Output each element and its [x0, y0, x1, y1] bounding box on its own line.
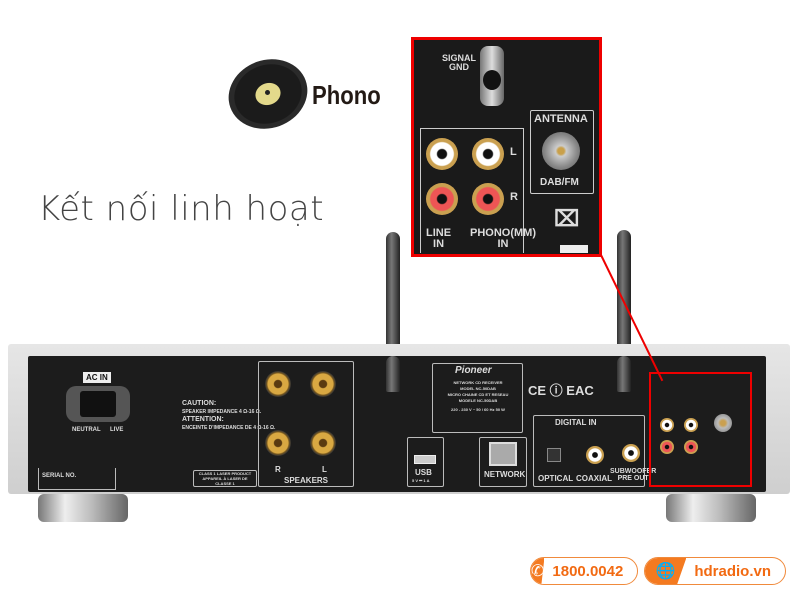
usb-box	[407, 437, 444, 487]
pioneer-logo: Pioneer	[455, 365, 492, 376]
speaker-terminal-l-plus[interactable]	[310, 371, 336, 397]
website-button[interactable]: 🌐 hdradio.vn	[644, 557, 786, 585]
headline: Kết nối linh hoạt	[38, 189, 325, 229]
model-line: MICRO CHAINE CD ET RESEAU	[447, 392, 509, 397]
phone-icon: ✆	[531, 558, 545, 584]
phono-callout-zoom: SIGNAL GND L R LINE IN PHONO(MM) IN ANTE…	[411, 37, 602, 257]
speaker-terminal-r-minus[interactable]	[265, 430, 291, 456]
network-box	[479, 437, 527, 487]
phono-in-r-small[interactable]	[684, 440, 698, 454]
digital-in-label: DIGITAL IN	[555, 418, 597, 427]
attention-text: ENCEINTE D'IMPEDANCE DE 4 Ω-16 Ω.	[182, 425, 276, 431]
laser-label: CLASS 1 LASER PRODUCT APPAREIL À LASER D…	[193, 470, 257, 487]
usb-port[interactable]	[414, 455, 436, 464]
network-label: NETWORK	[484, 470, 526, 479]
model-line: MODEL NC-50DAB	[460, 386, 496, 391]
antenna-dab-fm-port[interactable]	[542, 132, 580, 170]
neutral-label: NEUTRAL	[72, 427, 101, 433]
line-in-r-jack[interactable]	[426, 183, 458, 215]
phono-label: Phono	[312, 80, 381, 110]
antenna-label: ANTENNA	[534, 113, 588, 125]
speaker-l-label: L	[322, 465, 327, 474]
subwoofer-label: SUBWOOFER PRE OUT	[610, 468, 657, 482]
foot-right	[666, 494, 756, 522]
globe-icon: 🌐	[645, 558, 687, 584]
model-line: NETWORK CD RECEIVER	[453, 380, 503, 385]
signal-gnd-label: SIGNAL GND	[442, 53, 477, 72]
live-label: LIVE	[110, 427, 124, 433]
vinyl-hole	[265, 90, 270, 95]
speaker-terminal-r-plus[interactable]	[265, 371, 291, 397]
ac-in-label: AC IN	[83, 372, 111, 383]
ac-inlet[interactable]	[66, 386, 130, 422]
phono-in-r-jack[interactable]	[472, 183, 504, 215]
speaker-r-label: R	[275, 465, 281, 474]
rating-plate	[432, 363, 523, 433]
usb-label: USB	[415, 468, 432, 477]
website-link[interactable]: hdradio.vn	[694, 562, 771, 580]
phono-mm-in-label: PHONO(MM) IN	[470, 227, 536, 250]
foot-left	[38, 494, 128, 522]
weee-bin-icon: ⌧	[554, 206, 580, 231]
certification-marks: CE ⓘ EAC	[528, 383, 594, 398]
highlight-box-small	[649, 372, 752, 487]
antenna-base-right	[617, 356, 631, 392]
coaxial-port[interactable]	[586, 446, 604, 464]
caution-text: SPEAKER IMPEDANCE 4 Ω-16 Ω.	[182, 409, 262, 415]
dab-fm-label: DAB/FM	[540, 177, 579, 188]
antenna-base-left	[386, 356, 400, 392]
serial-label: SERIAL NO.	[42, 473, 77, 479]
phono-in-l-jack[interactable]	[472, 138, 504, 170]
optical-port[interactable]	[547, 448, 561, 462]
coaxial-label: COAXIAL	[576, 474, 612, 483]
serial-box	[38, 468, 116, 490]
digital-in-box	[533, 415, 645, 487]
signal-gnd-terminal[interactable]	[480, 46, 504, 106]
phono-in-l-small[interactable]	[684, 418, 698, 432]
antenna-box	[530, 110, 594, 194]
model-line: MODELE NC-50DAB	[458, 398, 498, 403]
optical-label: OPTICAL	[538, 474, 574, 483]
line-in-l-small[interactable]	[660, 418, 674, 432]
antenna-port-small[interactable]	[714, 414, 732, 432]
power-rating: 220 - 230 V ~ 50 / 60 Hz 50 W	[451, 407, 505, 412]
input-group-box	[420, 128, 524, 253]
ethernet-port[interactable]	[489, 442, 517, 466]
caution-label: CAUTION:	[182, 400, 217, 407]
speakers-label: SPEAKERS	[284, 476, 329, 485]
line-in-r-small[interactable]	[660, 440, 674, 454]
phone-button[interactable]: ✆ 1800.0042	[530, 557, 638, 585]
usb-rating: 5 V ⎓ 1 A	[412, 478, 430, 483]
phone-number: 1800.0042	[552, 562, 624, 580]
left-channel-label: L	[510, 146, 517, 158]
weee-bar	[560, 245, 588, 253]
line-in-l-jack[interactable]	[426, 138, 458, 170]
speakers-panel	[258, 361, 354, 487]
speaker-terminal-l-minus[interactable]	[310, 430, 336, 456]
line-in-label: LINE IN	[426, 227, 452, 250]
right-channel-label: R	[510, 191, 518, 203]
attention-label: ATTENTION:	[182, 416, 224, 423]
subwoofer-port[interactable]	[622, 444, 640, 462]
